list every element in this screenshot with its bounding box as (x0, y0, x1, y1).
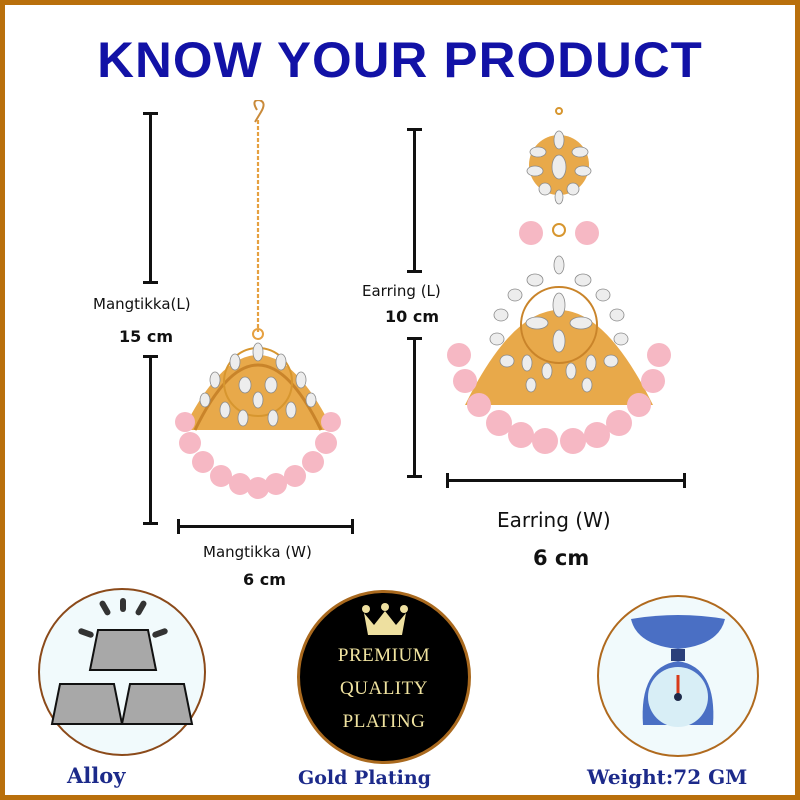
page-title: KNOW YOUR PRODUCT (97, 32, 703, 88)
mangtikka-length-label: Mangtikka(L) (93, 295, 191, 313)
earring-length-bar-bottom (407, 337, 422, 478)
mangtikka-length-value: 15 cm (119, 327, 173, 346)
mangtikka-length-bar-top (143, 112, 158, 284)
alloy-badge (38, 588, 206, 756)
badge-line-quality: QUALITY (340, 678, 428, 699)
crown-icon (362, 603, 408, 635)
earring-length-bar-top (407, 128, 422, 273)
mangtikka-width-bar (177, 519, 354, 534)
earring-length-value: 10 cm (385, 307, 439, 326)
mangtikka-width-value: 6 cm (243, 570, 286, 589)
mangtikka-width-label: Mangtikka (W) (203, 543, 312, 561)
weighing-scale-icon (631, 615, 725, 727)
weight-badge (597, 595, 759, 757)
earring-width-label: Earring (W) (497, 508, 611, 532)
badge-line-plating: PLATING (342, 711, 426, 732)
premium-quality-badge: PREMIUM QUALITY PLATING (297, 590, 471, 764)
mangtikka-length-bar-bottom (143, 355, 158, 525)
weight-caption: Weight:72 GM (587, 765, 748, 789)
alloy-caption: Alloy (67, 763, 126, 788)
earring-width-value: 6 cm (533, 546, 590, 570)
earring-width-bar (446, 473, 686, 488)
earring-length-label: Earring (L) (362, 282, 441, 300)
earring-image (447, 107, 671, 454)
badge-line-premium: PREMIUM (337, 645, 431, 666)
gold-plating-caption: Gold Plating (298, 767, 431, 789)
alloy-bars-icon (50, 598, 194, 725)
mangtikka-image (175, 100, 341, 499)
